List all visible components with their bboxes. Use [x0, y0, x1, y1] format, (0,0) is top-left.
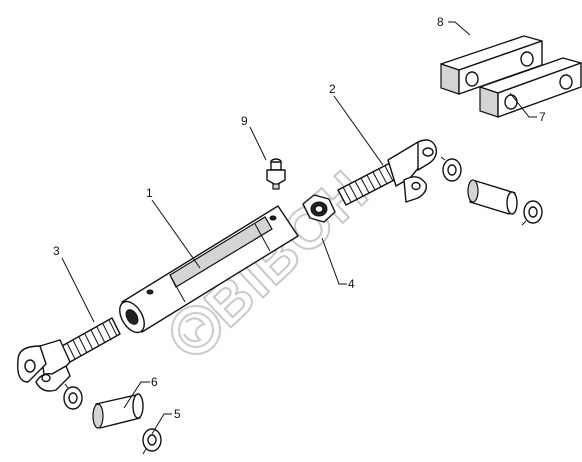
callout-2: 2: [329, 82, 336, 96]
callout-5: 5: [174, 407, 181, 421]
spacer-plate-7: [479, 57, 582, 118]
spring-clip-bottom: [142, 428, 162, 455]
spacer-plate-8: [440, 35, 543, 95]
callout-3: 3: [53, 244, 60, 258]
callout-7: 7: [539, 110, 546, 124]
callout-6: 6: [151, 375, 158, 389]
spring-clip-left: [63, 383, 83, 410]
grease-nipple: [266, 158, 286, 190]
callout-8: 8: [437, 15, 444, 29]
pin-left: [92, 393, 144, 429]
callout-9: 9: [241, 114, 248, 128]
tube-body: [119, 205, 299, 334]
spring-clip-right: [521, 200, 543, 226]
hex-nut: [302, 194, 336, 223]
threaded-clevis-end-2: [337, 139, 438, 206]
brand-logo-icon: [170, 304, 222, 356]
threaded-clevis-end-3: [17, 317, 121, 392]
callout-4: 4: [348, 277, 355, 291]
callout-labels: 1 2 3 4 5 6 7 8 9: [53, 15, 546, 421]
leader-lines: [61, 21, 537, 435]
pin-right: [467, 179, 518, 215]
callout-1: 1: [146, 186, 153, 200]
spring-clip-upper: [440, 156, 462, 182]
